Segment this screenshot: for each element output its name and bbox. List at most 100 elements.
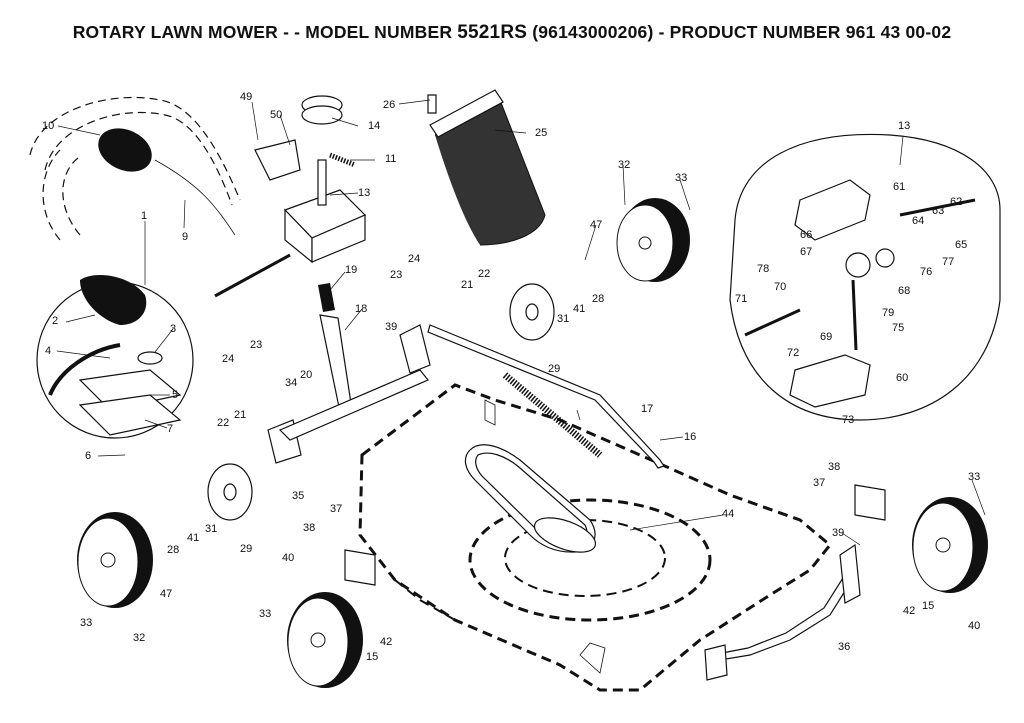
label-75: 75: [892, 322, 904, 334]
label-65: 65: [955, 239, 967, 251]
label-31-left: 31: [205, 523, 217, 535]
label-1: 1: [141, 210, 147, 222]
label-71: 71: [735, 293, 747, 305]
label-33-left: 33: [259, 608, 271, 620]
label-72: 72: [787, 347, 799, 359]
label-2: 2: [52, 315, 58, 327]
label-42-right: 42: [903, 605, 915, 617]
label-35: 35: [292, 490, 304, 502]
detail-view-handle-grip: [36, 275, 194, 439]
wheel-front-right: [912, 497, 988, 593]
label-23-top: 23: [390, 269, 402, 281]
grass-bag-frame: [464, 444, 597, 553]
label-39-right: 39: [832, 527, 844, 539]
label-4: 4: [45, 345, 51, 357]
diagram-title: ROTARY LAWN MOWER - - MODEL NUMBER 5521R…: [0, 22, 1024, 44]
grass-chute: [427, 89, 546, 246]
label-18: 18: [355, 303, 367, 315]
label-25: 25: [535, 127, 547, 139]
label-29-left: 29: [240, 543, 252, 555]
label-13-top: 13: [898, 120, 910, 132]
label-38-right: 38: [828, 461, 840, 473]
label-20: 20: [300, 369, 312, 381]
height-adjust-lever: [267, 283, 431, 464]
bracket-left: [344, 549, 376, 586]
label-23-left: 23: [250, 339, 262, 351]
label-60: 60: [896, 372, 908, 384]
label-26: 26: [383, 99, 395, 111]
label-78: 78: [757, 263, 769, 275]
label-41-left: 41: [187, 532, 199, 544]
label-79: 79: [882, 307, 894, 319]
label-21-top: 21: [461, 279, 473, 291]
label-15-right: 15: [922, 600, 934, 612]
label-7: 7: [167, 423, 173, 435]
label-11: 11: [385, 153, 396, 165]
label-9: 9: [182, 231, 188, 243]
label-42-left: 42: [380, 636, 392, 648]
gearbox-assembly: [214, 95, 367, 298]
label-64: 64: [912, 215, 924, 227]
drive-disc-right: [509, 283, 555, 341]
label-50: 50: [270, 109, 282, 121]
label-14: 14: [368, 120, 380, 132]
label-3: 3: [170, 323, 176, 335]
label-10: 10: [42, 120, 54, 132]
label-22-left: 22: [217, 417, 229, 429]
label-6: 6: [85, 450, 91, 462]
wheel-front-left: [77, 512, 153, 608]
wheel-front-center: [287, 592, 363, 688]
label-39-top: 39: [385, 321, 397, 333]
label-21-left: 21: [234, 409, 246, 421]
label-15-left: 15: [366, 651, 378, 663]
drive-disc-left: [207, 463, 253, 521]
label-69: 69: [820, 331, 832, 343]
label-73: 73: [842, 414, 854, 426]
part-labels: 10 49 50 14 26 25 13 11 32 33 61 13 62 6…: [42, 91, 980, 663]
label-40-left: 40: [282, 552, 294, 564]
label-19: 19: [345, 264, 357, 276]
label-32-bottom: 32: [133, 632, 145, 644]
label-47-left: 47: [160, 588, 172, 600]
label-13-mid: 13: [358, 187, 370, 199]
label-22-top: 22: [478, 268, 490, 280]
rear-axle: [427, 324, 665, 469]
label-47-top: 47: [590, 219, 602, 231]
label-38-left: 38: [303, 522, 315, 534]
title-suffix: (96143000206) - PRODUCT NUMBER 961 43 00…: [532, 22, 952, 42]
leader-lines: [56, 99, 986, 546]
label-37-left: 37: [330, 503, 342, 515]
label-41-top: 41: [573, 303, 585, 315]
label-63: 63: [932, 205, 944, 217]
handle-bar: [29, 96, 241, 241]
label-24-left: 24: [222, 353, 234, 365]
label-28-left: 28: [167, 544, 179, 556]
label-29-top: 29: [548, 363, 560, 375]
label-32-top: 32: [618, 159, 630, 171]
label-17: 17: [641, 403, 653, 415]
label-16: 16: [684, 431, 696, 443]
label-66: 66: [800, 229, 812, 241]
label-36: 36: [838, 641, 850, 653]
label-40-right: 40: [968, 620, 980, 632]
label-33-bottom: 33: [80, 617, 92, 629]
detail-view-gearbox: [729, 133, 1001, 421]
label-33-top: 33: [675, 172, 687, 184]
label-68: 68: [898, 285, 910, 297]
label-67: 67: [800, 246, 812, 258]
label-28-top: 28: [592, 293, 604, 305]
label-49: 49: [240, 91, 252, 103]
wheel-rear-right: [616, 198, 690, 282]
label-61: 61: [893, 181, 905, 193]
label-31-top: 31: [557, 313, 569, 325]
title-model-number: 5521RS: [457, 22, 528, 43]
bracket-right: [854, 484, 886, 521]
title-prefix: ROTARY LAWN MOWER - - MODEL NUMBER: [72, 22, 453, 42]
label-44: 44: [722, 508, 734, 520]
front-axle: [704, 543, 861, 681]
label-37-right: 37: [813, 477, 825, 489]
label-34: 34: [285, 377, 297, 389]
label-24-top: 24: [408, 253, 420, 265]
label-76: 76: [920, 266, 932, 278]
